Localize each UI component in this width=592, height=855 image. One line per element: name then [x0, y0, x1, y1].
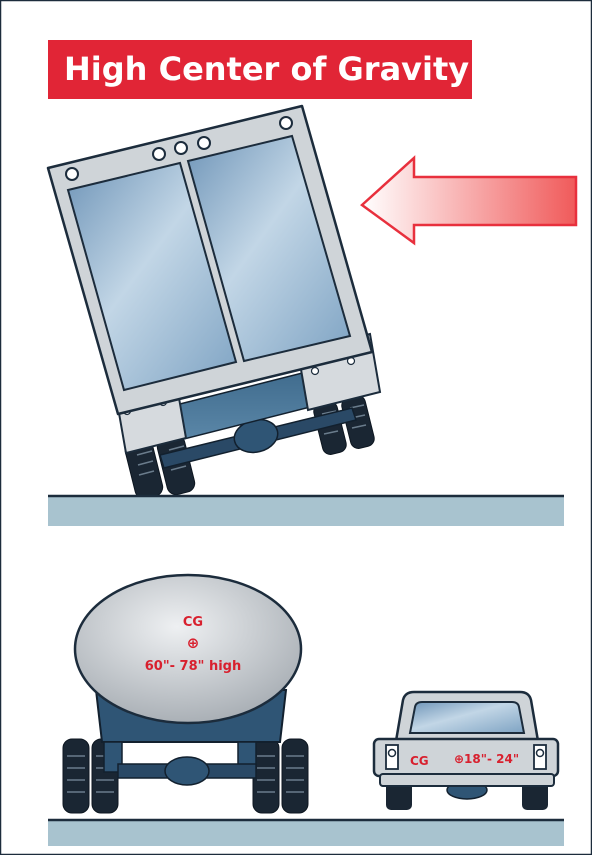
tipping-trailer [48, 106, 380, 501]
tanker-cg-label: CG [180, 615, 206, 630]
car-cg-height-label: ⊕18"- 24" [454, 752, 519, 766]
road-top [48, 496, 564, 526]
center-of-gravity-icon: ⊕ [179, 635, 207, 651]
road-bottom [48, 820, 564, 846]
tanker-truck [63, 575, 308, 813]
car-rear-window [410, 702, 524, 733]
diagram-title: High Center of Gravity [48, 40, 472, 99]
force-arrow-icon [362, 158, 576, 243]
car [374, 692, 558, 810]
tanker-cg-height-label: 60"- 78" high [116, 659, 270, 674]
car-cg-label: CG [410, 754, 429, 768]
